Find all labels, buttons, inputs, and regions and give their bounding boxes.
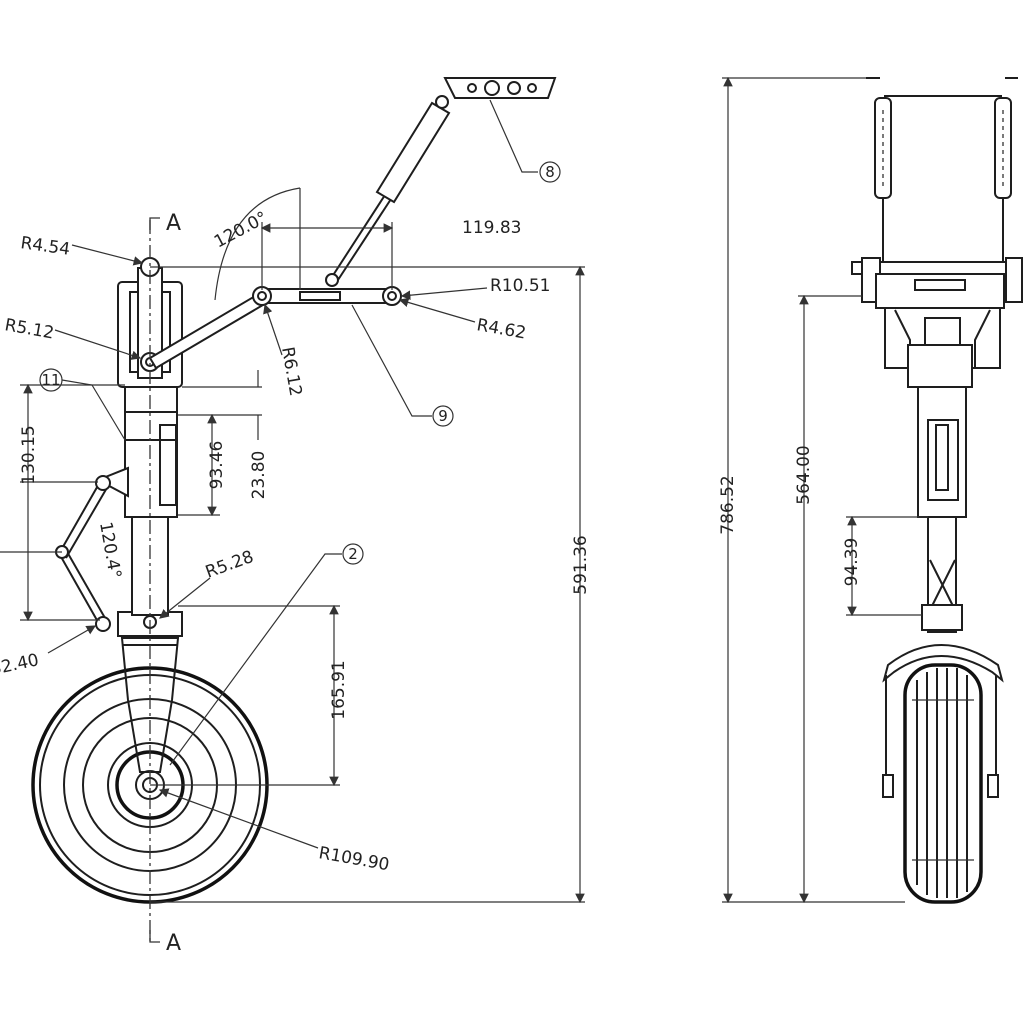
front-cross-beam xyxy=(851,257,1023,388)
dim-23-80: 23.80 xyxy=(249,451,269,500)
front-actuators xyxy=(866,77,1018,262)
dim-93-46: 93.46 xyxy=(207,441,227,490)
retraction-actuator xyxy=(325,95,451,287)
front-fork xyxy=(882,644,1004,798)
dim-r109-90: R109.90 xyxy=(317,843,391,875)
dim-r6-12: R6.12 xyxy=(277,345,305,397)
dim-564-00: 564.00 xyxy=(794,445,814,504)
dim-r10-51: R10.51 xyxy=(490,276,550,296)
centerline xyxy=(149,217,160,945)
side-view: A A xyxy=(0,77,591,956)
dim-119-83: 119.83 xyxy=(462,218,521,238)
section-mark-top: A xyxy=(166,211,181,236)
dim-r5-28: R5.28 xyxy=(203,547,257,583)
balloon-9: 9 xyxy=(432,405,454,427)
balloon-8-label: 8 xyxy=(545,163,555,181)
balloon-9-label: 9 xyxy=(438,407,448,425)
dim-r4-54: R4.54 xyxy=(19,233,71,260)
balloon-11: 11 xyxy=(39,368,63,392)
balloon-11-label: 11 xyxy=(41,371,60,389)
balloon-2-label: 2 xyxy=(348,545,358,563)
dim-angle-120-mid: 120.4° xyxy=(95,520,125,580)
balloon-8: 8 xyxy=(539,161,561,183)
front-view: 786.52 564.00 94.39 xyxy=(718,76,1023,904)
dim-94-39: 94.39 xyxy=(842,538,862,587)
side-leader-lines xyxy=(47,99,538,849)
front-wheel xyxy=(903,663,983,904)
dim-591-36: 591.36 xyxy=(571,535,591,594)
dim-130-15: 130.15 xyxy=(19,425,39,484)
dim-165-91: 165.91 xyxy=(329,660,349,719)
balloon-2: 2 xyxy=(342,543,364,565)
mount-bracket xyxy=(443,77,557,99)
section-mark-bottom: A xyxy=(166,931,181,956)
dim-r5-12: R5.12 xyxy=(3,315,55,343)
front-strut xyxy=(917,386,967,633)
dim-r4-62: R4.62 xyxy=(475,315,527,343)
side-dimension-lines xyxy=(0,187,585,904)
dim-786-52: 786.52 xyxy=(718,475,738,534)
drag-brace xyxy=(148,286,402,370)
oleo-strut xyxy=(124,384,178,629)
front-dimension-lines xyxy=(722,76,928,904)
dim-32-40: 32.40 xyxy=(0,650,41,680)
